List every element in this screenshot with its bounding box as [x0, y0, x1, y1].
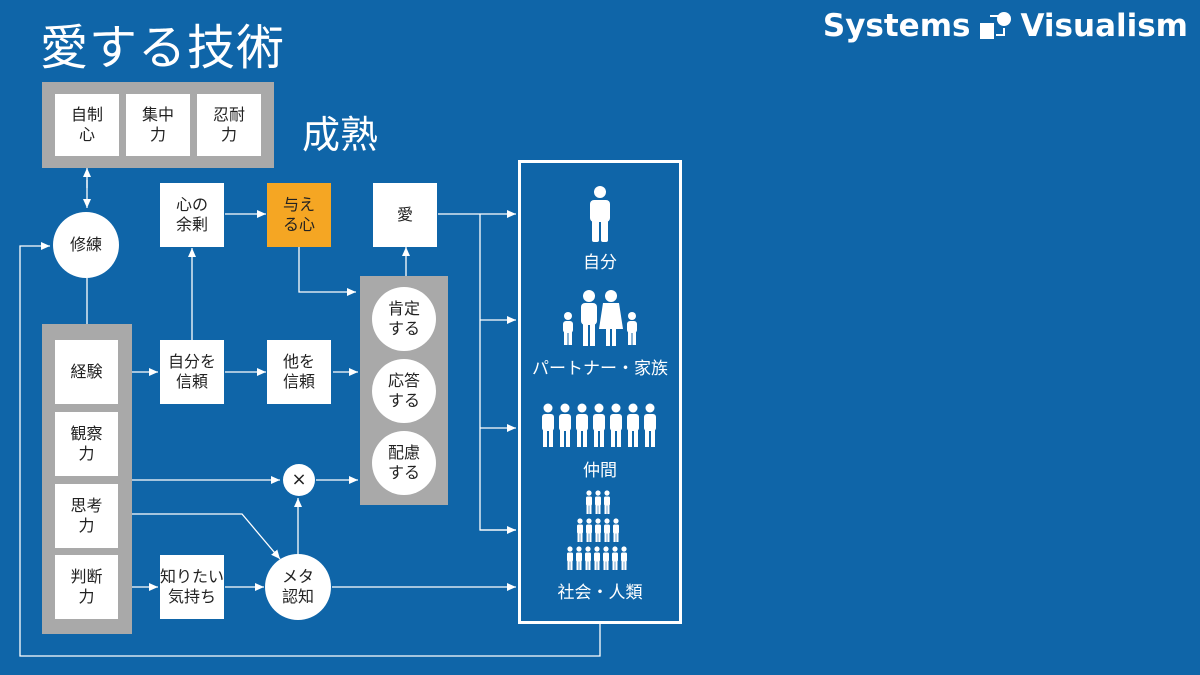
page-title: 愛する技術: [40, 20, 286, 76]
family-icon: [563, 290, 637, 346]
self-control-box: 自制 心: [55, 94, 119, 156]
metacognition-node: メタ 認知: [265, 554, 331, 620]
subtitle: 成熟: [302, 113, 379, 157]
person-icon: [590, 186, 610, 242]
experience-box: 経験: [55, 340, 118, 404]
self-trust-box: 自分を 信頼: [160, 340, 224, 404]
target-label-peers: 仲間: [583, 461, 617, 481]
brand-left-text: Systems: [822, 8, 971, 44]
judgment-box: 判断 力: [55, 555, 118, 619]
respond-node: 応答 する: [372, 359, 436, 423]
concentration-box: 集中 力: [126, 94, 190, 156]
target-label-family: パートナー・家族: [532, 359, 668, 379]
giving-heart-box: 与え る心: [267, 183, 331, 247]
trust-others-box: 他を 信頼: [267, 340, 331, 404]
brand-logo: Systems Visualism: [823, 6, 1188, 46]
group-icon: [542, 403, 656, 447]
multiply-node: ×: [283, 464, 315, 496]
curiosity-box: 知りたい 気持ち: [160, 555, 224, 619]
affirm-node: 肯定 する: [372, 287, 436, 351]
society-icon: [567, 490, 627, 570]
brand-icon: [980, 12, 1012, 39]
target-label-society: 社会・人類: [557, 583, 643, 603]
target-label-self: 自分: [583, 253, 617, 273]
love-targets-panel: [518, 160, 682, 624]
care-node: 配慮 する: [372, 431, 436, 495]
mental-surplus-box: 心の 余剰: [160, 183, 224, 247]
observation-box: 観察 力: [55, 412, 118, 476]
patience-box: 忍耐 力: [197, 94, 261, 156]
love-box: 愛: [373, 183, 437, 247]
thinking-box: 思考 力: [55, 484, 118, 548]
brand-right-text: Visualism: [1020, 8, 1188, 44]
training-node: 修練: [53, 212, 119, 278]
